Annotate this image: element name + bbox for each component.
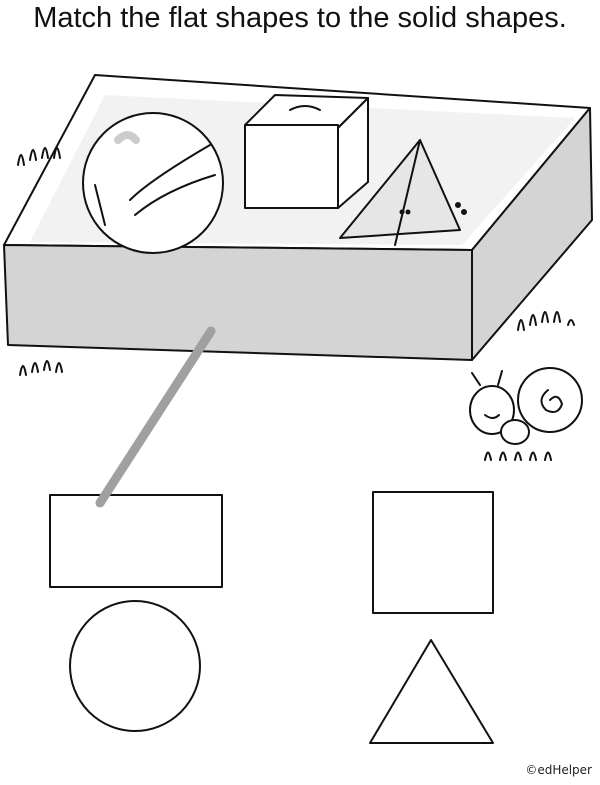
cube-solid[interactable]: [244, 94, 369, 209]
triangle-flat[interactable]: [369, 639, 494, 744]
match-line[interactable]: [95, 326, 216, 508]
circle-flat[interactable]: [69, 600, 201, 732]
snail-decoration: [469, 367, 583, 445]
pyramid-solid[interactable]: [339, 139, 467, 246]
rectangle-flat[interactable]: [49, 494, 223, 588]
copyright-credit: ©edHelper: [525, 763, 592, 777]
square-flat[interactable]: [372, 491, 494, 614]
instructions-title: Match the flat shapes to the solid shape…: [33, 2, 567, 34]
sphere-solid[interactable]: [82, 112, 224, 254]
